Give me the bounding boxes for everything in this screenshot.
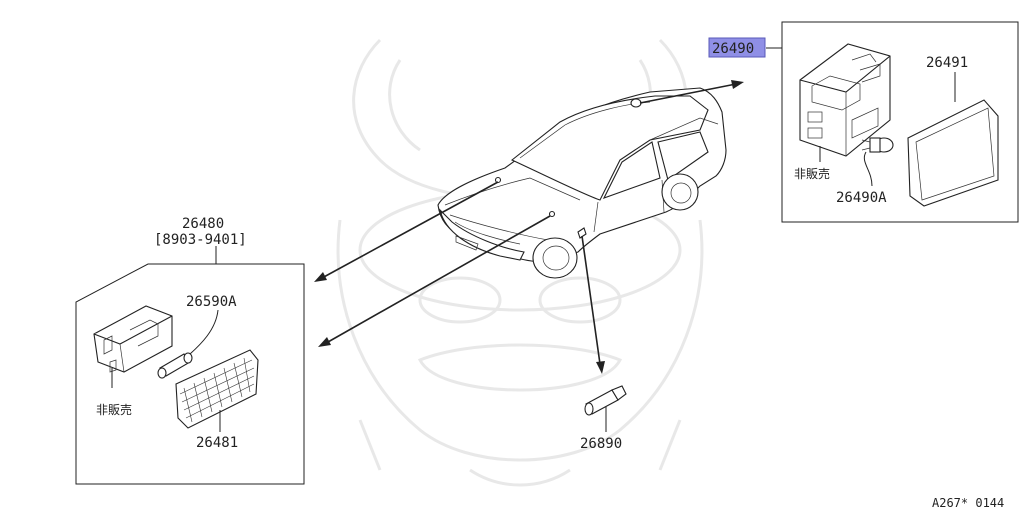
arrow-to-26480-box-a <box>314 181 499 282</box>
car-illustration <box>437 87 727 279</box>
box-26480-assembly <box>75 246 305 485</box>
label-26490A[interactable]: 26490A <box>836 190 887 206</box>
highlight-26490 <box>708 37 766 58</box>
arrow-to-26890 <box>581 235 605 374</box>
label-26480[interactable]: 26480 <box>182 216 224 232</box>
label-26490[interactable]: 26490 <box>712 41 754 57</box>
bulb-26490A <box>861 137 894 153</box>
lens-26491 <box>907 99 999 207</box>
lamp-housing-26480 <box>93 305 173 373</box>
label-not-sold-top: 非販売 <box>794 166 830 181</box>
box-26490-assembly <box>766 21 1019 223</box>
lens-26481 <box>175 349 259 429</box>
bulb-26890 <box>584 385 627 432</box>
label-26491[interactable]: 26491 <box>926 55 968 71</box>
label-26481[interactable]: 26481 <box>196 435 238 451</box>
label-26890[interactable]: 26890 <box>580 436 622 452</box>
label-26480-range: [8903-9401] <box>154 232 247 248</box>
label-26590A[interactable]: 26590A <box>186 294 237 310</box>
lamp-housing-26490 <box>799 43 891 157</box>
bulb-26590A <box>157 352 193 379</box>
label-not-sold-left: 非販売 <box>96 402 132 417</box>
figure-code: A267* 0144 <box>932 496 1004 510</box>
arrow-to-26480-box-b <box>318 215 551 347</box>
arrow-to-26490-box <box>639 80 744 104</box>
